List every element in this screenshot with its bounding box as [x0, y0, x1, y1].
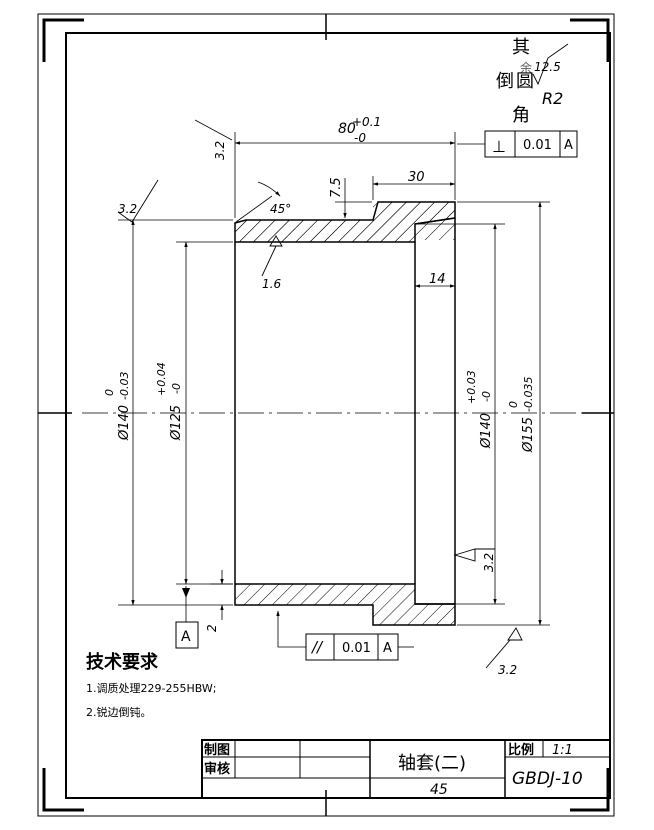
dim-small-chamfer: 3.2	[213, 141, 227, 160]
dim-d140-left-base: Ø140	[117, 405, 132, 441]
note-char-2: 倒	[496, 71, 514, 92]
perp-value: 0.01	[523, 138, 552, 153]
dim-length-upper: +0.1	[352, 115, 381, 129]
corner-roughness-note: 其 倒 圆 角 余 12.5 R2	[496, 37, 563, 126]
datum-marker: A	[175, 586, 199, 649]
dim-groove-width: 14	[429, 272, 446, 287]
dim-d140-right-lower: -0	[480, 391, 493, 402]
title-draw-label: 制图	[204, 742, 230, 758]
perp-symbol: ⊥	[492, 137, 506, 156]
dim-d155-upper: 0	[507, 401, 520, 408]
dim-d155-lower: -0.035	[522, 377, 535, 412]
part-section-top	[234, 201, 456, 243]
perp-datum: A	[564, 138, 573, 153]
dim-d125-lower: -0	[170, 383, 183, 394]
tech-requirement-1: 1.调质处理229-255HBW;	[86, 682, 216, 695]
roughness-bore: 1.6	[262, 277, 281, 291]
dim-length-lower: -0	[354, 131, 366, 145]
note-char-5: 余	[520, 60, 532, 75]
parallel-symbol: //	[310, 638, 324, 656]
part-outline	[234, 217, 456, 605]
dim-flange-width: 30	[408, 170, 425, 185]
roughness-symbols	[117, 43, 569, 669]
title-block: 制图 审核 轴套(二) 45 比例 1:1 GBDJ-10	[201, 739, 611, 799]
note-char-1: 其	[512, 37, 530, 58]
dim-chamfer-angle: 45°	[270, 202, 291, 216]
note-char-3: 圆	[516, 71, 534, 92]
dimension-texts: 80 +0.1 -0 30 7.5 14 2 45° 3.2 Ø140 0 -0…	[103, 115, 536, 632]
roughness-values: 3.2 1.6 3.2 3.2	[118, 202, 517, 677]
parallel-datum: A	[383, 641, 392, 656]
dim-d125-upper: +0.04	[155, 362, 168, 396]
tolerance-parallelism: // 0.01 A	[276, 610, 414, 661]
corner-roughness-value: 12.5	[534, 60, 561, 74]
dim-d155-base: Ø155	[521, 417, 536, 453]
dim-d125-base: Ø125	[169, 405, 184, 441]
dim-d140-left-upper: 0	[103, 389, 116, 396]
note-char-4: 角	[512, 105, 530, 126]
tech-requirements-heading: 技术要求	[86, 651, 159, 673]
dim-length-base: 80	[338, 121, 356, 137]
roughness-top-left: 3.2	[118, 202, 137, 216]
title-part-name: 轴套(二)	[398, 753, 466, 774]
dim-d140-right-upper: +0.03	[465, 370, 478, 404]
title-check-label: 审核	[204, 761, 230, 777]
dimension-lines	[118, 119, 550, 626]
datum-label: A	[181, 629, 191, 645]
technical-requirements: 技术要求 1.调质处理229-255HBW; 2.锐边倒钝。	[86, 651, 216, 719]
dim-gap: 2	[205, 624, 219, 632]
part-section-bottom	[234, 583, 456, 626]
title-drawing-number: GBDJ-10	[512, 769, 583, 789]
tech-requirement-2: 2.锐边倒钝。	[86, 705, 152, 719]
tolerance-perpendicularity: ⊥ 0.01 A	[457, 130, 578, 158]
roughness-right-face: 3.2	[482, 553, 496, 572]
dim-step-height: 7.5	[329, 177, 344, 198]
dim-d140-right-base: Ø140	[479, 413, 494, 449]
parallel-value: 0.01	[342, 641, 371, 656]
title-scale-value: 1:1	[552, 743, 573, 758]
title-scale-label: 比例	[508, 742, 534, 758]
dim-d140-left-lower: -0.03	[118, 372, 131, 400]
corner-radius: R2	[542, 89, 563, 108]
roughness-bottom-right: 3.2	[498, 663, 517, 677]
title-material: 45	[430, 782, 448, 798]
